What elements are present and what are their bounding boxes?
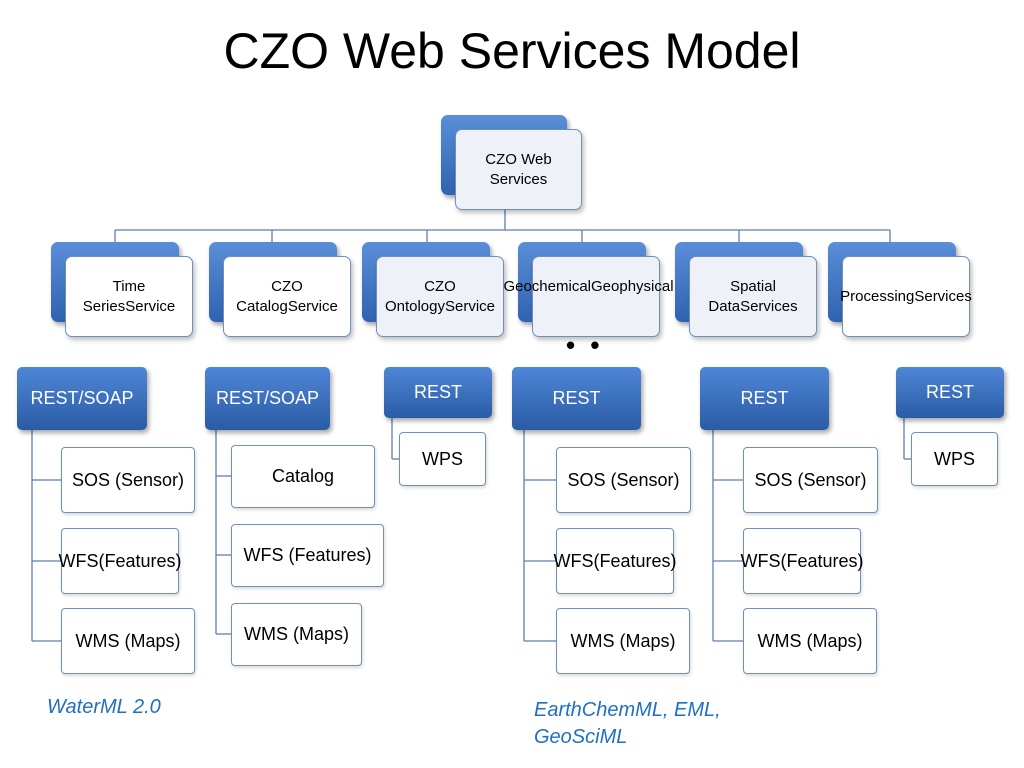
standard-wps: WPS (911, 432, 998, 486)
service-label-line2: Services (740, 298, 798, 315)
standard-wps: WPS (399, 432, 486, 486)
standard-label: WPS (421, 448, 463, 469)
service-node-spatial-data: Spatial DataServices (689, 256, 817, 337)
standard-wms-maps: WMS (Maps) (61, 608, 195, 674)
service-node-processing: ProcessingServices (840, 256, 972, 337)
service-label-line2: Service (125, 297, 176, 315)
note-earthchemml: EarthChemML, EML, GeoSciML (534, 697, 721, 751)
service-label-line2: Services (914, 287, 972, 305)
standard-label: WFS (58, 550, 99, 571)
service-label-line1: CZO Ontology (384, 278, 456, 315)
standard-label: WPS (933, 448, 975, 469)
standard-label: WFS (Features) (243, 545, 372, 565)
service-label-line2: Geophysical… (591, 278, 689, 295)
service-label-line2: Service (287, 297, 338, 315)
service-node-time-series: Time SeriesService (65, 256, 193, 337)
standard-label-line2: (Features) (98, 550, 182, 571)
standard-label: SOS (Sensor) (754, 469, 867, 490)
standard-label-line2: (Features) (780, 550, 864, 571)
note-earthchemml-line1: EarthChemML, EML, (534, 699, 721, 721)
service-label-line1: Time Series (82, 277, 146, 315)
note-earthchemml-line2: GeoSciML (534, 726, 628, 748)
note-waterml: WaterML 2.0 (47, 696, 161, 718)
protocol-header-rest-soap: REST/SOAP (17, 367, 147, 430)
root-node-line1: CZO Web (485, 150, 552, 168)
standard-catalog: Catalog (231, 445, 375, 508)
standard-wfs-features: WFS (Features) (231, 524, 384, 587)
service-label-line1: CZO Catalog (236, 277, 303, 315)
standard-sos-sensor: SOS (Sensor) (556, 447, 691, 513)
root-node-line2: Services (489, 170, 548, 188)
service-node-czo-catalog: CZO CatalogService (223, 256, 351, 337)
standard-label: Catalog (271, 466, 335, 486)
standard-label: WMS (Maps) (244, 624, 349, 644)
protocol-header-rest: REST (700, 367, 829, 430)
standard-sos-sensor: SOS (Sensor) (743, 447, 878, 513)
protocol-header-rest: REST (384, 367, 492, 418)
standard-label: WFS (553, 550, 594, 571)
standard-wfs-features: WFS(Features) (553, 528, 677, 594)
standard-wms-maps: WMS (Maps) (743, 608, 877, 674)
standard-label: SOS (Sensor) (71, 469, 185, 490)
standard-wms-maps: WMS (Maps) (231, 603, 362, 666)
standard-label: WMS (Maps) (757, 630, 863, 651)
standard-label: WMS (Maps) (570, 630, 676, 651)
standard-label: WMS (Maps) (75, 630, 181, 651)
service-node-czo-ontology: CZO OntologyService (376, 256, 504, 337)
service-label-line1: Geochemical (503, 278, 591, 295)
root-node: CZO Web Services (455, 129, 582, 210)
standard-label-line2: (Features) (593, 550, 677, 571)
service-label-line2: Service (445, 298, 496, 315)
standard-label: WFS (740, 550, 781, 571)
protocol-header-rest-soap: REST/SOAP (205, 367, 330, 430)
page-title: CZO Web Services Model (223, 23, 801, 79)
standard-wfs-features: WFS(Features) (740, 528, 864, 594)
standard-label: SOS (Sensor) (567, 469, 680, 490)
service-label-line1: Processing (840, 287, 915, 305)
service-node-geochemical: GeochemicalGeophysical… (503, 256, 689, 337)
standard-wms-maps: WMS (Maps) (556, 608, 690, 674)
standard-sos-sensor: SOS (Sensor) (61, 447, 195, 513)
protocol-header-rest: REST (512, 367, 641, 430)
service-label-line1: Spatial Data (708, 278, 776, 315)
protocol-header-rest: REST (896, 367, 1004, 418)
standard-wfs-features: WFS(Features) (58, 528, 182, 594)
